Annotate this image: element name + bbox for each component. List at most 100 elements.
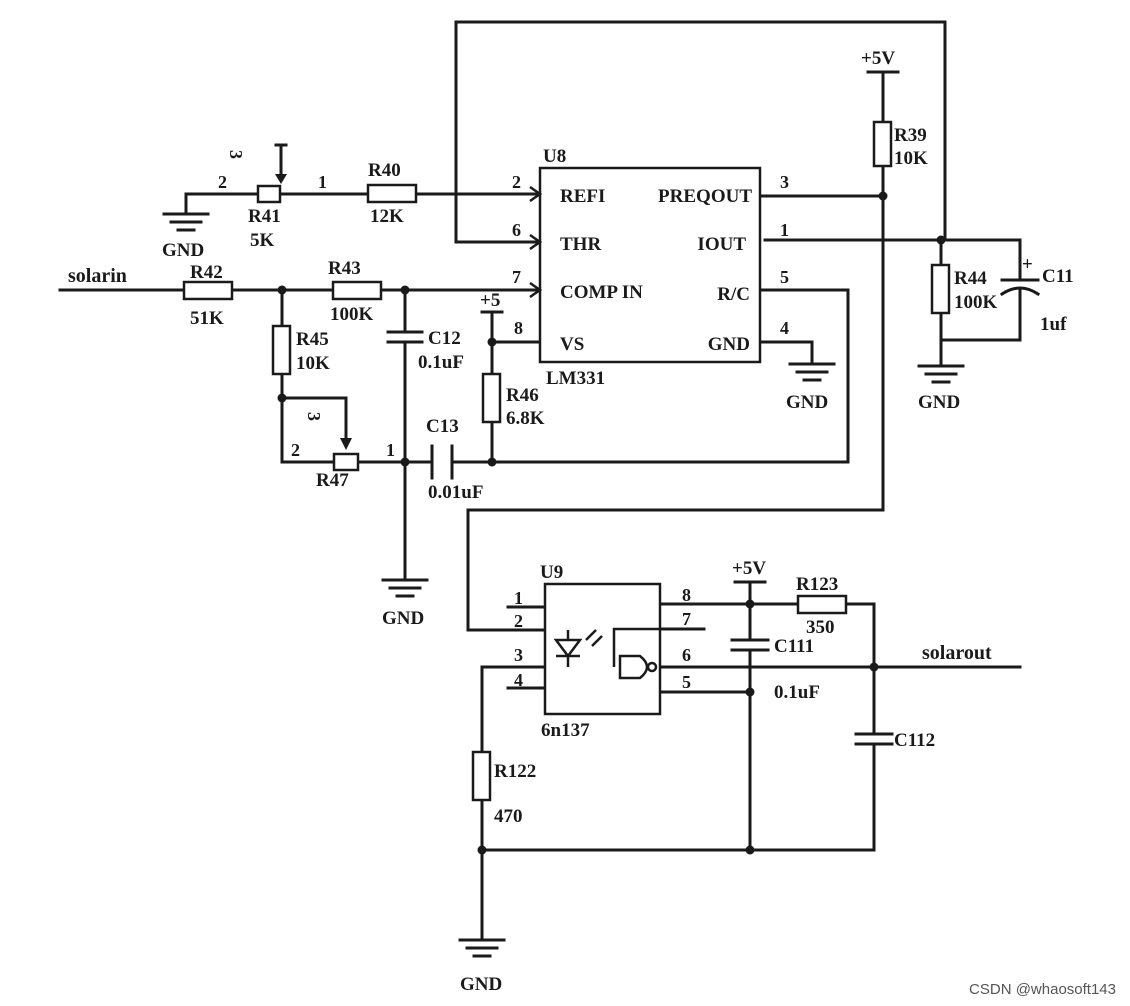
pin-number: 4 — [514, 670, 523, 690]
junction-dot — [936, 235, 946, 245]
u8-pin-rc: R/C — [717, 284, 750, 305]
u8-body — [538, 166, 762, 364]
c111-ref: C111 — [774, 636, 814, 657]
r39-ref: R39 — [894, 125, 927, 146]
pin-number: 2 — [291, 440, 300, 460]
u8-pin-iout: IOUT — [697, 234, 746, 255]
r41-ref: R41 — [248, 206, 281, 227]
junction-dot — [487, 337, 497, 347]
r39-value: 10K — [894, 148, 928, 169]
resistor-r42 — [182, 280, 234, 301]
u8-pin-vs: VS — [560, 334, 584, 355]
watermark: CSDN @whaosoft143 — [969, 981, 1116, 998]
pin-number: 3 — [780, 172, 789, 192]
u8-pin-refi: REFI — [560, 186, 605, 207]
pin-number: 2 — [514, 611, 523, 631]
ground-icon — [917, 364, 965, 384]
gnd-label: GND — [162, 240, 204, 261]
pin-number: 1 — [318, 172, 327, 192]
r45-value: 10K — [296, 353, 330, 374]
pin-number: 8 — [682, 585, 691, 605]
pin-number: 1 — [514, 588, 523, 608]
gnd-label: GND — [918, 392, 960, 413]
u9-part: 6n137 — [541, 720, 590, 741]
pin-number: 3 — [304, 412, 324, 421]
c112-ref: C112 — [894, 730, 935, 751]
junction-dot — [745, 599, 755, 609]
resistor-r45 — [271, 324, 292, 376]
pot-r41 — [256, 184, 282, 204]
r44-value: 100K — [954, 292, 998, 313]
vcc-label: +5 — [480, 290, 500, 311]
junction-dot — [745, 845, 755, 855]
r43-ref: R43 — [328, 258, 361, 279]
r44-ref: R44 — [954, 268, 987, 289]
gnd-label: GND — [460, 974, 502, 995]
resistor-r123 — [796, 594, 848, 615]
u8-part: LM331 — [546, 368, 605, 389]
pin-number: 7 — [512, 267, 521, 287]
u8-pin-compin: COMP IN — [560, 282, 643, 303]
u8-ref: U8 — [543, 146, 566, 167]
pin-arrow — [529, 185, 543, 203]
resistor-r43 — [331, 280, 383, 301]
signal-output-label: solarout — [922, 642, 992, 664]
r43-value: 100K — [330, 304, 374, 325]
ground-icon — [381, 578, 429, 598]
signal-input-label: solarin — [68, 265, 127, 287]
junction-dot — [477, 845, 487, 855]
r47-ref: R47 — [316, 470, 349, 491]
c13-value: 0.01uF — [428, 482, 483, 503]
junction-dot — [745, 687, 755, 697]
u9-6n137: U9 6n137 1 2 3 4 8 7 6 5 — [514, 562, 691, 741]
pin-number: 1 — [386, 440, 395, 460]
junction-dot — [878, 191, 888, 201]
pin-number: 4 — [780, 318, 789, 338]
resistor-r122 — [471, 750, 492, 802]
pin-number: 5 — [780, 267, 789, 287]
junction-dot — [400, 285, 410, 295]
pin-number: 8 — [514, 318, 523, 338]
r42-ref: R42 — [190, 262, 223, 283]
junction-dot — [869, 662, 879, 672]
r123-ref: R123 — [796, 574, 838, 595]
light-ray-icon — [591, 635, 603, 647]
c11-ref: C11 — [1042, 266, 1074, 287]
pin-arrow — [529, 281, 543, 299]
wiper-arrow-icon — [275, 174, 287, 184]
u9-ref: U9 — [540, 562, 563, 583]
resistor-r40 — [366, 183, 418, 204]
u8-pin-thr: THR — [560, 234, 601, 255]
pot-r47 — [332, 452, 360, 472]
junction-dot — [277, 393, 287, 403]
u8-pin-gnd: GND — [708, 334, 750, 355]
resistors: R40 12K R42 51K R43 100K R123 350 R39 10… — [182, 120, 998, 827]
pin-number: 7 — [682, 609, 691, 629]
pin-number: 6 — [512, 220, 521, 240]
junctions — [277, 191, 946, 855]
r122-ref: R122 — [494, 761, 536, 782]
gnd-label: GND — [786, 392, 828, 413]
junction-dot — [487, 457, 497, 467]
light-ray-icon — [585, 629, 597, 641]
ground-icon — [788, 362, 836, 382]
r41-value: 5K — [250, 230, 275, 251]
vcc-label: +5V — [732, 558, 766, 579]
vcc-label: +5V — [861, 48, 895, 69]
pin-number: 6 — [682, 645, 691, 665]
r46-value: 6.8K — [506, 408, 545, 429]
r45-ref: R45 — [296, 329, 329, 350]
capacitors: C12 0.1uF C13 0.01uF + C11 1uf C111 0.1u… — [386, 254, 1074, 751]
r122-value: 470 — [494, 806, 523, 827]
pin-number: 3 — [514, 645, 523, 665]
pin-number: 2 — [512, 172, 521, 192]
c12-value: 0.1uF — [418, 352, 464, 373]
pin-number: 5 — [682, 672, 691, 692]
r123-value: 350 — [806, 617, 835, 638]
c12-ref: C12 — [428, 328, 461, 349]
ground-icon — [162, 212, 210, 232]
junction-dot — [277, 285, 287, 295]
gate-icon — [618, 654, 649, 680]
resistor-r44 — [930, 263, 951, 315]
